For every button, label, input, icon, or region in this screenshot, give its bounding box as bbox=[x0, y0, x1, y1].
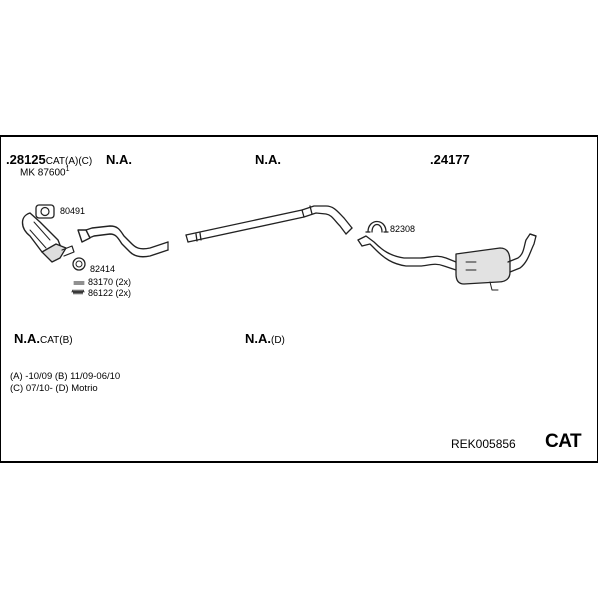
clamp-82308-icon bbox=[365, 220, 389, 233]
gasket-80491-icon bbox=[35, 204, 55, 219]
not-available-label-2: N.A. bbox=[255, 152, 281, 167]
part-label-82308: 82308 bbox=[390, 224, 416, 234]
spring-86122-icon bbox=[71, 289, 85, 295]
legend-note-2: (C) 07/10- (D) Motrio bbox=[10, 383, 98, 394]
front-pipe-icon bbox=[77, 225, 169, 258]
not-available-label-d: N.A.(D) bbox=[245, 331, 285, 346]
category-label: CAT bbox=[545, 431, 582, 452]
part-label-83170: 83170 (2x) bbox=[88, 277, 132, 287]
mk-part-number: MK 876001 bbox=[20, 166, 70, 179]
part-label-86122: 86122 (2x) bbox=[88, 288, 132, 298]
not-available-label-cat-b: N.A.CAT(B) bbox=[14, 331, 73, 346]
part-label-80491: 80491 bbox=[60, 206, 86, 216]
center-pipe-icon bbox=[185, 205, 353, 243]
part-label-82414: 82414 bbox=[90, 264, 116, 274]
reference-code: REK005856 bbox=[451, 437, 516, 451]
rear-silencer-icon bbox=[357, 233, 537, 291]
gasket-82414-icon bbox=[72, 257, 86, 271]
part-number-28125: .28125CAT(A)(C) bbox=[6, 152, 93, 167]
diagram-frame bbox=[0, 135, 598, 463]
legend-note-1: (A) -10/09 (B) 11/09-06/10 bbox=[10, 371, 121, 382]
bolt-83170-icon bbox=[73, 281, 85, 285]
catalytic-converter-icon bbox=[21, 212, 75, 263]
part-number-24177: .24177 bbox=[430, 152, 470, 167]
not-available-label-1: N.A. bbox=[106, 152, 132, 167]
